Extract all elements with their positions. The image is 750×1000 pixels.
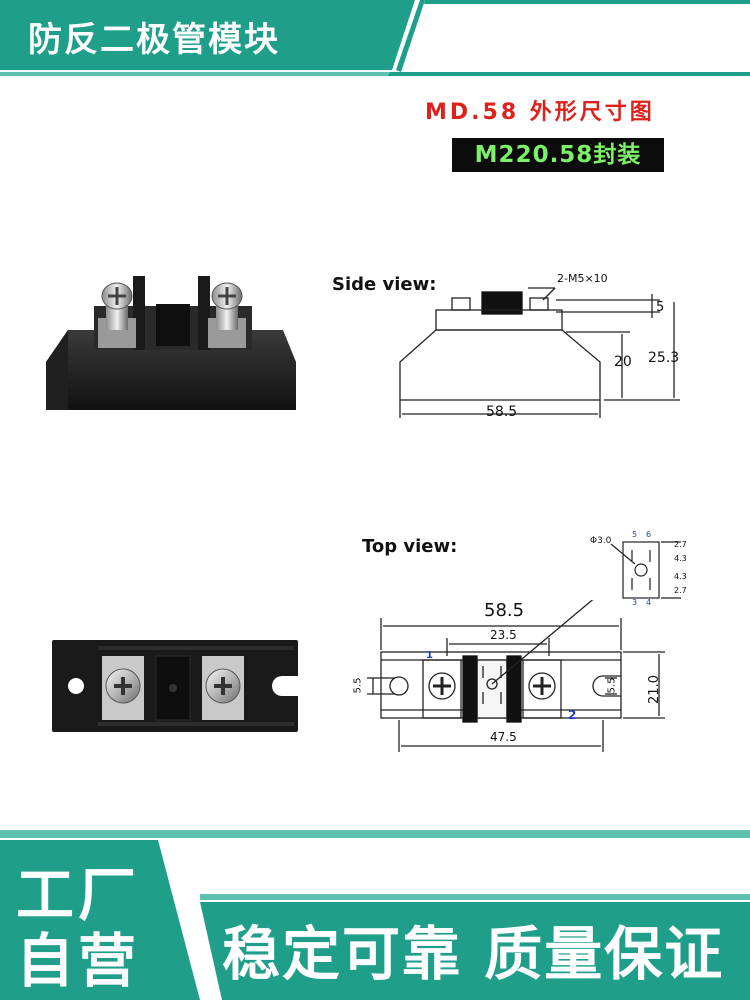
top-dim-center: 23.5 xyxy=(490,628,517,642)
footer-slogan: 稳定可靠 质量保证 xyxy=(222,920,725,988)
top-view-detail-drawing xyxy=(610,541,681,599)
detail-dim-4: 2.7 xyxy=(674,586,687,595)
detail-dim-1: 2.7 xyxy=(674,540,687,549)
side-dim-total: 25.3 xyxy=(648,350,680,366)
detail-dim-2: 4.3 xyxy=(674,554,687,563)
top-view-label: Top view: xyxy=(362,536,458,557)
top-pin-label-2: 2 xyxy=(568,708,577,722)
top-dim-hole-left: 5.5 xyxy=(352,677,364,694)
top-dim-length: 58.5 xyxy=(484,600,525,621)
footer-left-line1: 工厂 xyxy=(15,861,140,929)
top-dim-mount-spacing: 47.5 xyxy=(490,730,517,744)
top-pin-label-1: 1 xyxy=(426,650,433,661)
package-label: M220.58封装 xyxy=(452,138,664,172)
module-photo-top xyxy=(52,640,298,732)
screw-spec: 2-M5×10 xyxy=(557,272,608,285)
detail-hole-dia: Φ3.0 xyxy=(590,536,612,546)
header-banner xyxy=(0,0,750,76)
factory-direct-badge: 工厂 自营 xyxy=(14,862,142,994)
top-view-drawing xyxy=(367,600,665,752)
side-view-drawing xyxy=(399,287,680,418)
detail-pin-4: 4 xyxy=(646,598,652,607)
detail-pin-3: 3 xyxy=(632,598,638,607)
package-code: M220.58 xyxy=(474,142,594,168)
side-dim-length: 58.5 xyxy=(486,404,518,420)
side-dim-terminal: 5 xyxy=(656,300,665,315)
footer-banner xyxy=(0,830,750,1000)
detail-dim-3: 4.3 xyxy=(674,572,687,581)
detail-pin-5: 5 xyxy=(632,530,638,539)
top-dim-slot-right: 5.5 xyxy=(606,677,618,694)
outline-title: MD.58 外形尺寸图 xyxy=(425,100,655,125)
side-dim-body: 20 xyxy=(614,354,632,370)
module-photo-side xyxy=(46,276,296,410)
footer-left-line2: 自营 xyxy=(15,927,140,995)
top-dim-width: 21.0 xyxy=(646,675,662,704)
side-view-label: Side view: xyxy=(332,274,437,295)
header-title: 防反二极管模块 xyxy=(28,20,280,60)
package-suffix: 封装 xyxy=(593,142,642,168)
detail-pin-6: 6 xyxy=(646,530,652,539)
